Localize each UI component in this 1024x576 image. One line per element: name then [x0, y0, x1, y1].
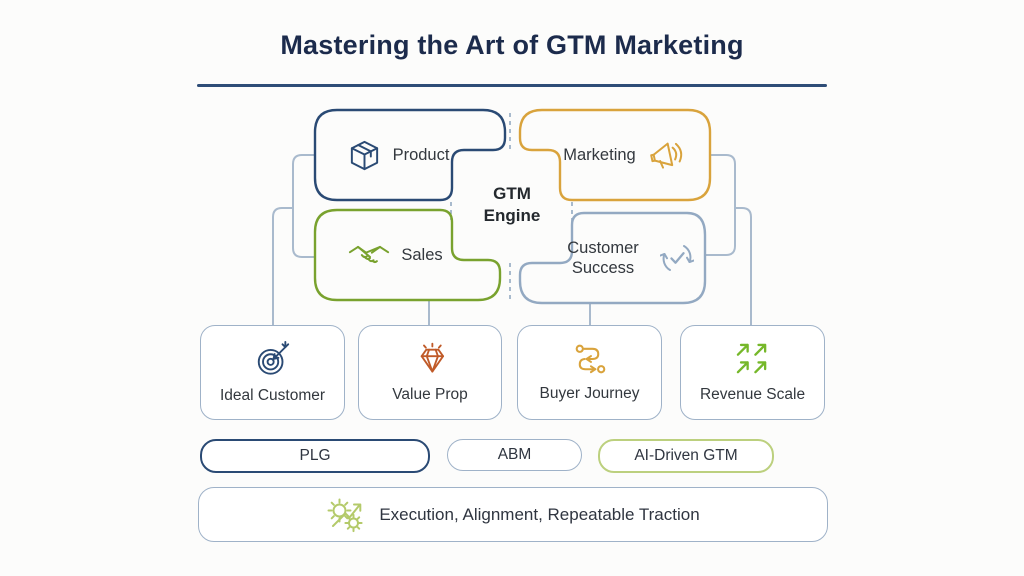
value-prop-label: Value Prop [392, 386, 468, 403]
buyer-journey-label: Buyer Journey [539, 385, 640, 402]
connector-marketing-customer-success [705, 154, 736, 256]
customer-success-label: Customer Success [567, 239, 639, 277]
megaphone-icon [649, 142, 682, 169]
marketing-box-outline [518, 108, 712, 202]
abm-pill: ABM [447, 439, 582, 471]
journey-path-icon [575, 344, 606, 374]
sales-label: Sales [401, 245, 443, 264]
customer-success-box-outline [518, 211, 707, 305]
page-title: Mastering the Art of GTM Marketing [280, 30, 744, 60]
gtm-engine-label: GTM Engine [483, 184, 541, 225]
ai-driven-gtm-pill: AI-Driven GTM [598, 439, 774, 473]
marketing-box: Marketing [520, 110, 710, 200]
revenue-scale-card: Revenue Scale [680, 325, 825, 420]
title-underline [197, 84, 827, 87]
product-box: Product [315, 110, 505, 200]
abm-label: ABM [497, 446, 532, 463]
revenue-scale-label: Revenue Scale [699, 385, 806, 403]
product-box-outline [313, 108, 507, 202]
connector-product-sales [292, 154, 315, 258]
connector-right-to-revenue-scale [735, 207, 752, 325]
diamond-icon [420, 342, 444, 373]
execution-bar: Execution, Alignment, Repeatable Tractio… [198, 487, 828, 542]
marketing-label: Marketing [563, 145, 636, 164]
buyer-journey-card: Buyer Journey [517, 325, 662, 420]
customer-success-box: Customer Success [520, 213, 705, 303]
target-arrow-icon [257, 340, 289, 375]
sales-box-outline [313, 208, 502, 302]
gears-arrow-icon [327, 498, 363, 532]
sales-box: Sales [315, 210, 500, 300]
ideal-customer-card: Ideal Customer [200, 325, 345, 420]
plg-label: PLG [299, 447, 331, 464]
connector-left-to-ideal-customer [272, 207, 293, 325]
execution-label: Execution, Alignment, Repeatable Tractio… [379, 504, 700, 524]
ideal-customer-label: Ideal Customer [219, 387, 326, 404]
ai-driven-gtm-label: AI-Driven GTM [634, 447, 738, 464]
package-icon [350, 140, 378, 170]
value-prop-card: Value Prop [358, 325, 502, 420]
handshake-icon [349, 245, 390, 263]
cycle-check-icon [660, 245, 694, 271]
product-label: Product [392, 145, 450, 164]
plg-pill: PLG [200, 439, 430, 473]
growth-arrows-icon [736, 343, 767, 373]
